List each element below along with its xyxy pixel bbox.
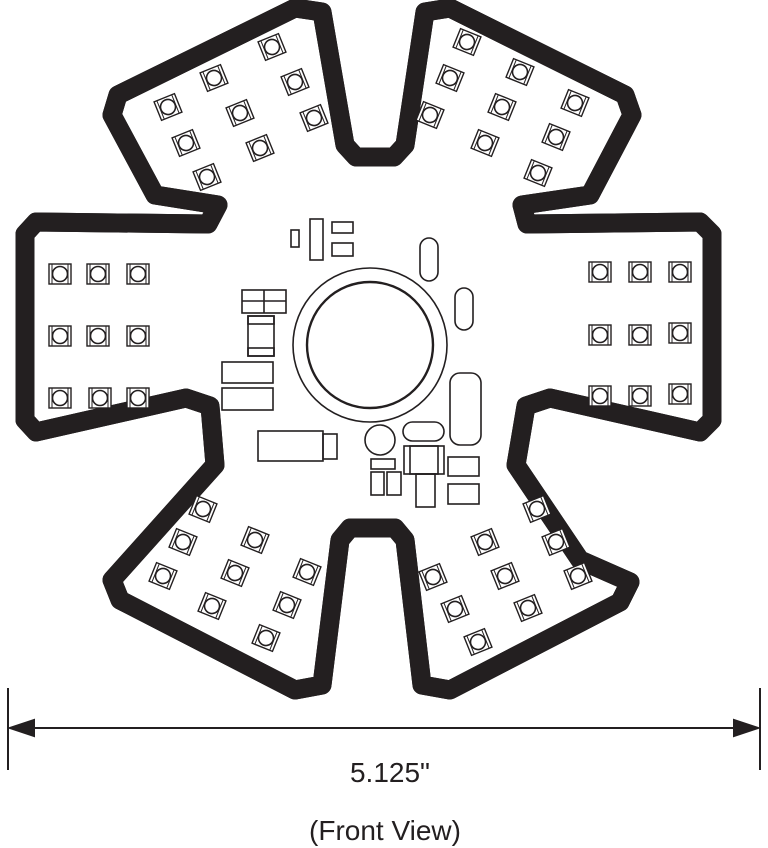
led <box>470 527 500 557</box>
led <box>588 385 612 407</box>
led <box>668 383 692 405</box>
led <box>245 133 275 163</box>
led <box>220 558 250 588</box>
led <box>440 594 470 624</box>
led <box>292 557 322 587</box>
led <box>628 385 652 407</box>
led <box>522 494 552 524</box>
center-ring-outer <box>292 267 448 423</box>
led <box>415 100 445 130</box>
led <box>505 57 535 87</box>
dimension-line <box>6 688 762 770</box>
led <box>48 387 72 409</box>
led <box>470 128 500 158</box>
led <box>48 325 72 347</box>
led <box>148 561 178 591</box>
led <box>88 387 112 409</box>
led <box>171 128 201 158</box>
led <box>192 162 222 192</box>
led <box>197 591 227 621</box>
led <box>199 63 229 93</box>
led <box>86 263 110 285</box>
led <box>240 525 270 555</box>
led <box>541 122 571 152</box>
arrow-right-icon <box>733 718 762 738</box>
dimension-label: 5.125" <box>350 757 430 788</box>
led <box>523 158 553 188</box>
led <box>48 263 72 285</box>
led <box>272 590 302 620</box>
led <box>280 67 310 97</box>
led <box>628 261 652 283</box>
components <box>221 218 482 508</box>
center-hole <box>305 280 435 410</box>
led <box>299 103 329 133</box>
led <box>257 32 287 62</box>
led <box>168 527 198 557</box>
led <box>126 387 150 409</box>
led <box>126 263 150 285</box>
led <box>188 494 218 524</box>
led <box>668 261 692 283</box>
led <box>628 324 652 346</box>
board-outline <box>15 0 722 700</box>
led <box>86 325 110 347</box>
arrow-left-icon <box>6 718 35 738</box>
led <box>251 623 281 653</box>
led <box>126 325 150 347</box>
view-label: (Front View) <box>309 815 461 846</box>
led <box>463 627 493 657</box>
led-array <box>48 27 692 657</box>
led <box>225 98 255 128</box>
led <box>418 562 448 592</box>
led <box>560 88 590 118</box>
led <box>563 561 593 591</box>
led <box>513 593 543 623</box>
led <box>541 527 571 557</box>
led <box>490 561 520 591</box>
led <box>588 324 612 346</box>
led <box>487 92 517 122</box>
led <box>435 63 465 93</box>
led <box>153 92 183 122</box>
led <box>668 322 692 344</box>
led <box>588 261 612 283</box>
led <box>452 27 482 57</box>
